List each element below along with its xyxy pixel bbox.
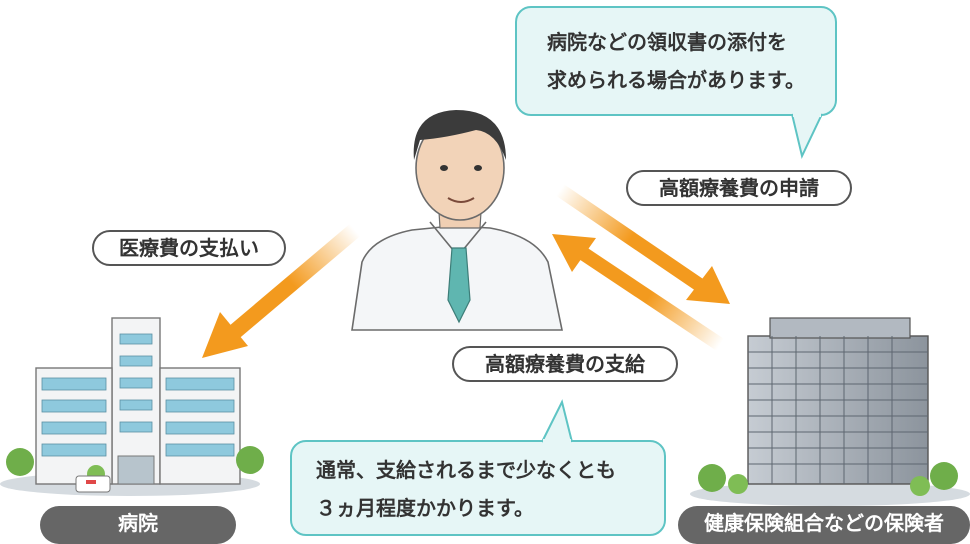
bubble-bottom-line-1: 通常、支給されるまで少なくとも: [316, 458, 616, 482]
arrow-payment: [552, 234, 726, 352]
speech-bubble-payment-note: 通常、支給されるまで少なくとも ３ヵ月程度かかります。: [290, 440, 666, 536]
arrow-medical-payment: [202, 223, 361, 358]
label-medical-payment: 医療費の支払い: [92, 230, 286, 266]
bubble-top-line-2: 求められる場合があります。: [547, 68, 805, 92]
bubble-top-line-1: 病院などの領収書の添付を: [547, 30, 787, 54]
label-application: 高額療養費の申請: [626, 170, 852, 206]
speech-bubble-tail: [541, 399, 573, 445]
insurer-building-illustration: [690, 317, 970, 506]
speech-bubble-receipt-note: 病院などの領収書の添付を 求められる場合があります。: [515, 6, 837, 116]
speech-bubble-tail: [791, 112, 823, 159]
tag-hospital: 病院: [40, 506, 236, 544]
man-illustration: [351, 110, 563, 331]
arrow-application: [556, 184, 730, 304]
bubble-bottom-line-2: ３ヵ月程度かかります。: [316, 496, 534, 520]
hospital-illustration: [0, 317, 264, 496]
tag-insurer: 健康保険組合などの保険者: [678, 506, 970, 544]
label-payment: 高額療養費の支給: [452, 346, 678, 382]
